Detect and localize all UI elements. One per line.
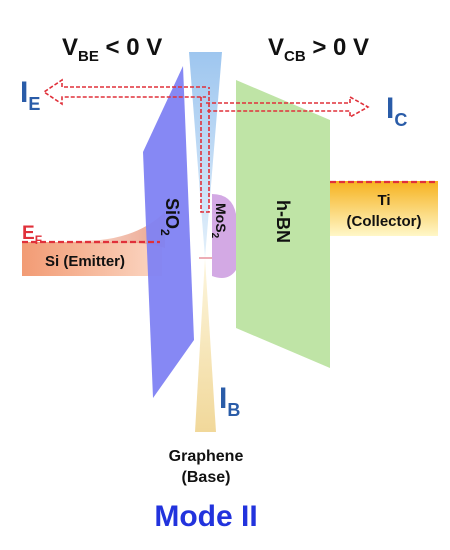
emitter-current-arrow [42,78,206,106]
emitter-label: Si (Emitter) [45,253,125,270]
vbe-label: VBE < 0 V [62,34,162,65]
collector-label-line1: Ti [377,192,390,209]
collector-ti-block [330,181,438,236]
ie-label: IE [20,76,40,114]
graphene-lower-cone [195,258,216,432]
emitter-si-block [22,242,162,276]
base-label-line1: Graphene [169,448,244,465]
ic-label: IC [386,92,407,130]
collector-current-arrow [206,95,370,119]
mode-label: Mode II [154,500,257,533]
fermi-level-label: EF [22,223,42,247]
mos2-label: MoS2 [209,203,229,239]
hbn-label: h-BN [273,200,293,243]
sio2-label: SiO2 [158,198,182,236]
hbn-slab [236,80,330,368]
vcb-label: VCB > 0 V [268,34,369,65]
emitter-band-bending [22,212,165,248]
base-label-line2: (Base) [182,469,231,486]
collector-label-line2: (Collector) [347,213,422,230]
tunneling-path [200,87,210,213]
sio2-slab [143,66,194,398]
mos2-barrier [212,194,236,278]
ib-label: IB [219,382,240,420]
